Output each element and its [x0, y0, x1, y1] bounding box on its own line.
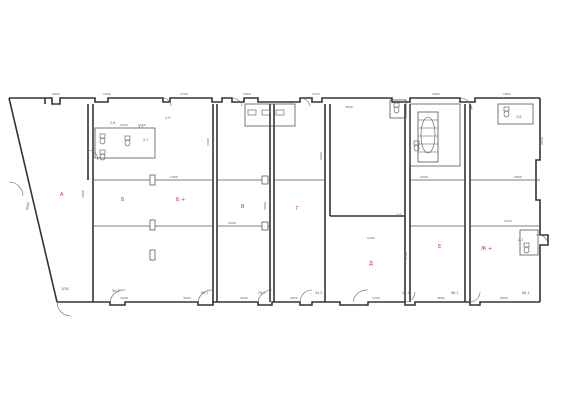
- wc-label: 2,6: [110, 121, 115, 125]
- stair-icon: [417, 111, 439, 163]
- svg-text:2950: 2950: [540, 137, 544, 145]
- svg-text:3600: 3600: [345, 105, 353, 109]
- svg-text:2800: 2800: [500, 296, 508, 300]
- dimension-marks: 3850 1600 1700 1850 1570 3600 1600 1850 …: [25, 92, 544, 300]
- area-label-b: 34,3: [112, 289, 120, 293]
- room-label-b-plus: Б +: [176, 197, 185, 203]
- svg-text:3600: 3600: [240, 296, 248, 300]
- area-label-d: 59,3: [402, 291, 410, 295]
- wc-label: 2,7: [143, 138, 148, 142]
- svg-text:6000: 6000: [25, 202, 31, 210]
- svg-text:1200: 1200: [367, 236, 375, 240]
- area-label-a: 2/38: [61, 287, 69, 291]
- svg-text:1600: 1600: [432, 92, 440, 96]
- svg-text:3850: 3850: [52, 92, 60, 96]
- svg-text:1320: 1320: [504, 219, 512, 223]
- room-label-g: Г: [296, 206, 299, 212]
- area-label-zh: 88,1: [522, 291, 530, 295]
- toilet-icon: [99, 102, 530, 254]
- svg-text:1850: 1850: [503, 92, 511, 96]
- wc-label: 2,0: [165, 116, 170, 120]
- area-label-b-plus: 66,1: [201, 291, 209, 295]
- interior-walls: [93, 99, 540, 302]
- svg-text:1930: 1930: [120, 296, 128, 300]
- wc-label: 3,2: [138, 125, 143, 129]
- svg-text:3700: 3700: [404, 252, 408, 260]
- room-label-v: В: [241, 204, 245, 210]
- svg-text:1500: 1500: [372, 296, 380, 300]
- svg-text:1570: 1570: [312, 92, 320, 96]
- area-label-v: 29,5: [258, 291, 266, 295]
- room-label-a: А: [60, 192, 64, 198]
- svg-text:3600: 3600: [206, 138, 210, 146]
- svg-text:1150: 1150: [138, 123, 146, 127]
- door-swings: [8, 97, 549, 317]
- svg-text:1460: 1460: [170, 175, 178, 179]
- outer-walls: [8, 97, 549, 306]
- room-label-zh: Ж +: [481, 246, 492, 252]
- room-label-d: Д: [369, 261, 373, 267]
- structural-columns: [149, 174, 269, 261]
- area-label-e: 88,1: [451, 291, 459, 295]
- svg-text:1700: 1700: [180, 92, 188, 96]
- svg-text:1650: 1650: [290, 296, 298, 300]
- room-label-e: Е: [438, 244, 441, 250]
- svg-text:1500: 1500: [120, 123, 128, 127]
- wc-label: 3,6: [516, 115, 521, 119]
- svg-text:2600: 2600: [514, 175, 522, 179]
- svg-text:1600: 1600: [103, 92, 111, 96]
- area-labels: 2/38 34,3 66,1 29,5 54,5 59,3 88,1 88,1 …: [61, 115, 530, 295]
- room-labels: А Б Б + В Г Д Е Ж +: [60, 192, 492, 267]
- room-label-b: Б: [121, 197, 125, 203]
- svg-text:3890: 3890: [437, 296, 445, 300]
- wc-label: 2,1: [518, 238, 523, 242]
- area-label-g: 54,5: [315, 291, 323, 295]
- svg-text:1850: 1850: [243, 92, 251, 96]
- svg-text:4000: 4000: [81, 190, 85, 198]
- svg-text:1600: 1600: [228, 221, 236, 225]
- wc-label: 3,6: [396, 213, 401, 217]
- svg-text:3600: 3600: [183, 296, 191, 300]
- svg-text:1600: 1600: [420, 175, 428, 179]
- svg-text:3000: 3000: [263, 202, 267, 210]
- svg-text:4000: 4000: [319, 152, 323, 160]
